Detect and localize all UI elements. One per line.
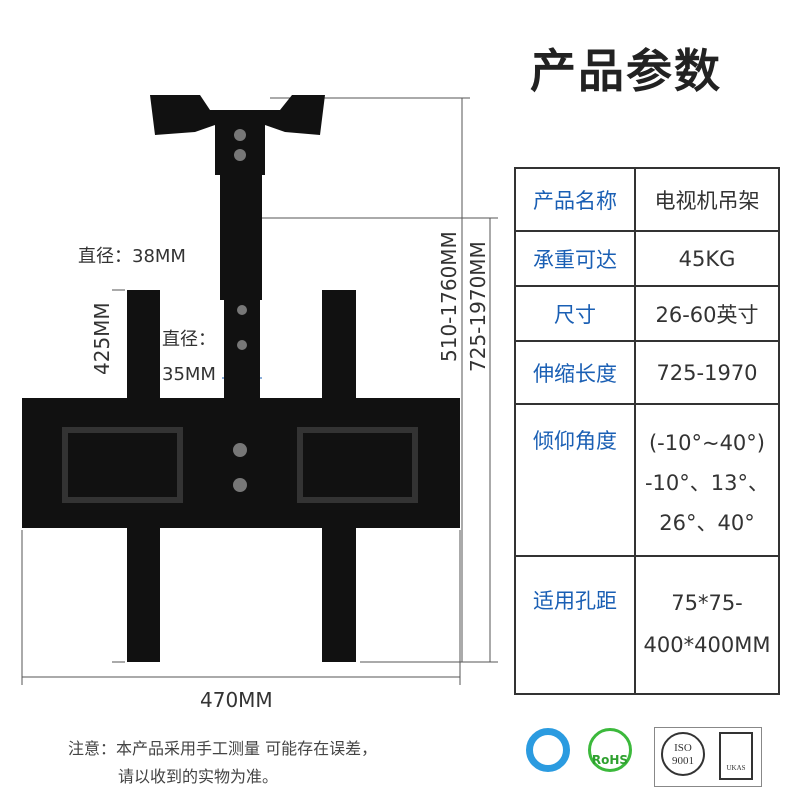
width-label: 470MM bbox=[200, 688, 273, 712]
spec-value: 电视机吊架 bbox=[634, 167, 780, 232]
spec-value: 725-1970 bbox=[634, 340, 780, 405]
range-long-label: 725-1970MM bbox=[466, 241, 490, 372]
note-line-1: 注意：本产品采用手工测量 可能存在误差， bbox=[68, 739, 378, 758]
tilt-steps-2: 26°、40° bbox=[659, 511, 755, 535]
lower-diameter-label: 直径： bbox=[162, 329, 216, 350]
spec-key: 倾仰角度 bbox=[514, 403, 636, 557]
lower-diameter-value: 35MM bbox=[162, 364, 216, 385]
measurement-note: 注意：本产品采用手工测量 可能存在误差， 请以收到的实物为准。 bbox=[68, 735, 377, 791]
spec-value: 45KG bbox=[634, 230, 780, 287]
spec-value: 26-60英寸 bbox=[634, 285, 780, 342]
mount bbox=[22, 95, 460, 662]
spec-key: 适用孔距 bbox=[514, 555, 636, 695]
ccc-logo bbox=[526, 728, 570, 772]
vesa-line-2: 400*400MM bbox=[643, 633, 771, 657]
range-short-label: 510-1760MM bbox=[437, 231, 461, 362]
spec-value: (-10°~40°) -10°、13°、 26°、40° bbox=[634, 403, 780, 557]
spec-key: 尺寸 bbox=[514, 285, 636, 342]
upper-diameter-label: 直径：38MM bbox=[78, 246, 186, 267]
spec-key: 承重可达 bbox=[514, 230, 636, 287]
vesa-line-1: 75*75- bbox=[671, 591, 743, 615]
spec-row: 产品名称电视机吊架 bbox=[514, 167, 780, 232]
plate-height-label: 425MM bbox=[90, 302, 114, 375]
note-line-2: 请以收到的实物为准。 bbox=[118, 767, 279, 786]
spec-key: 伸缩长度 bbox=[514, 340, 636, 405]
spec-key: 产品名称 bbox=[514, 167, 636, 232]
tilt-range: (-10°~40°) bbox=[648, 431, 765, 455]
page-title: 产品参数 bbox=[530, 44, 722, 98]
spec-row: 倾仰角度 (-10°~40°) -10°、13°、 26°、40° bbox=[514, 403, 780, 557]
rohs-logo: RoHS bbox=[588, 728, 632, 772]
spec-row: 适用孔距 75*75- 400*400MM bbox=[514, 555, 780, 695]
spec-value: 75*75- 400*400MM bbox=[634, 555, 780, 695]
tilt-steps-1: -10°、13°、 bbox=[644, 471, 770, 495]
